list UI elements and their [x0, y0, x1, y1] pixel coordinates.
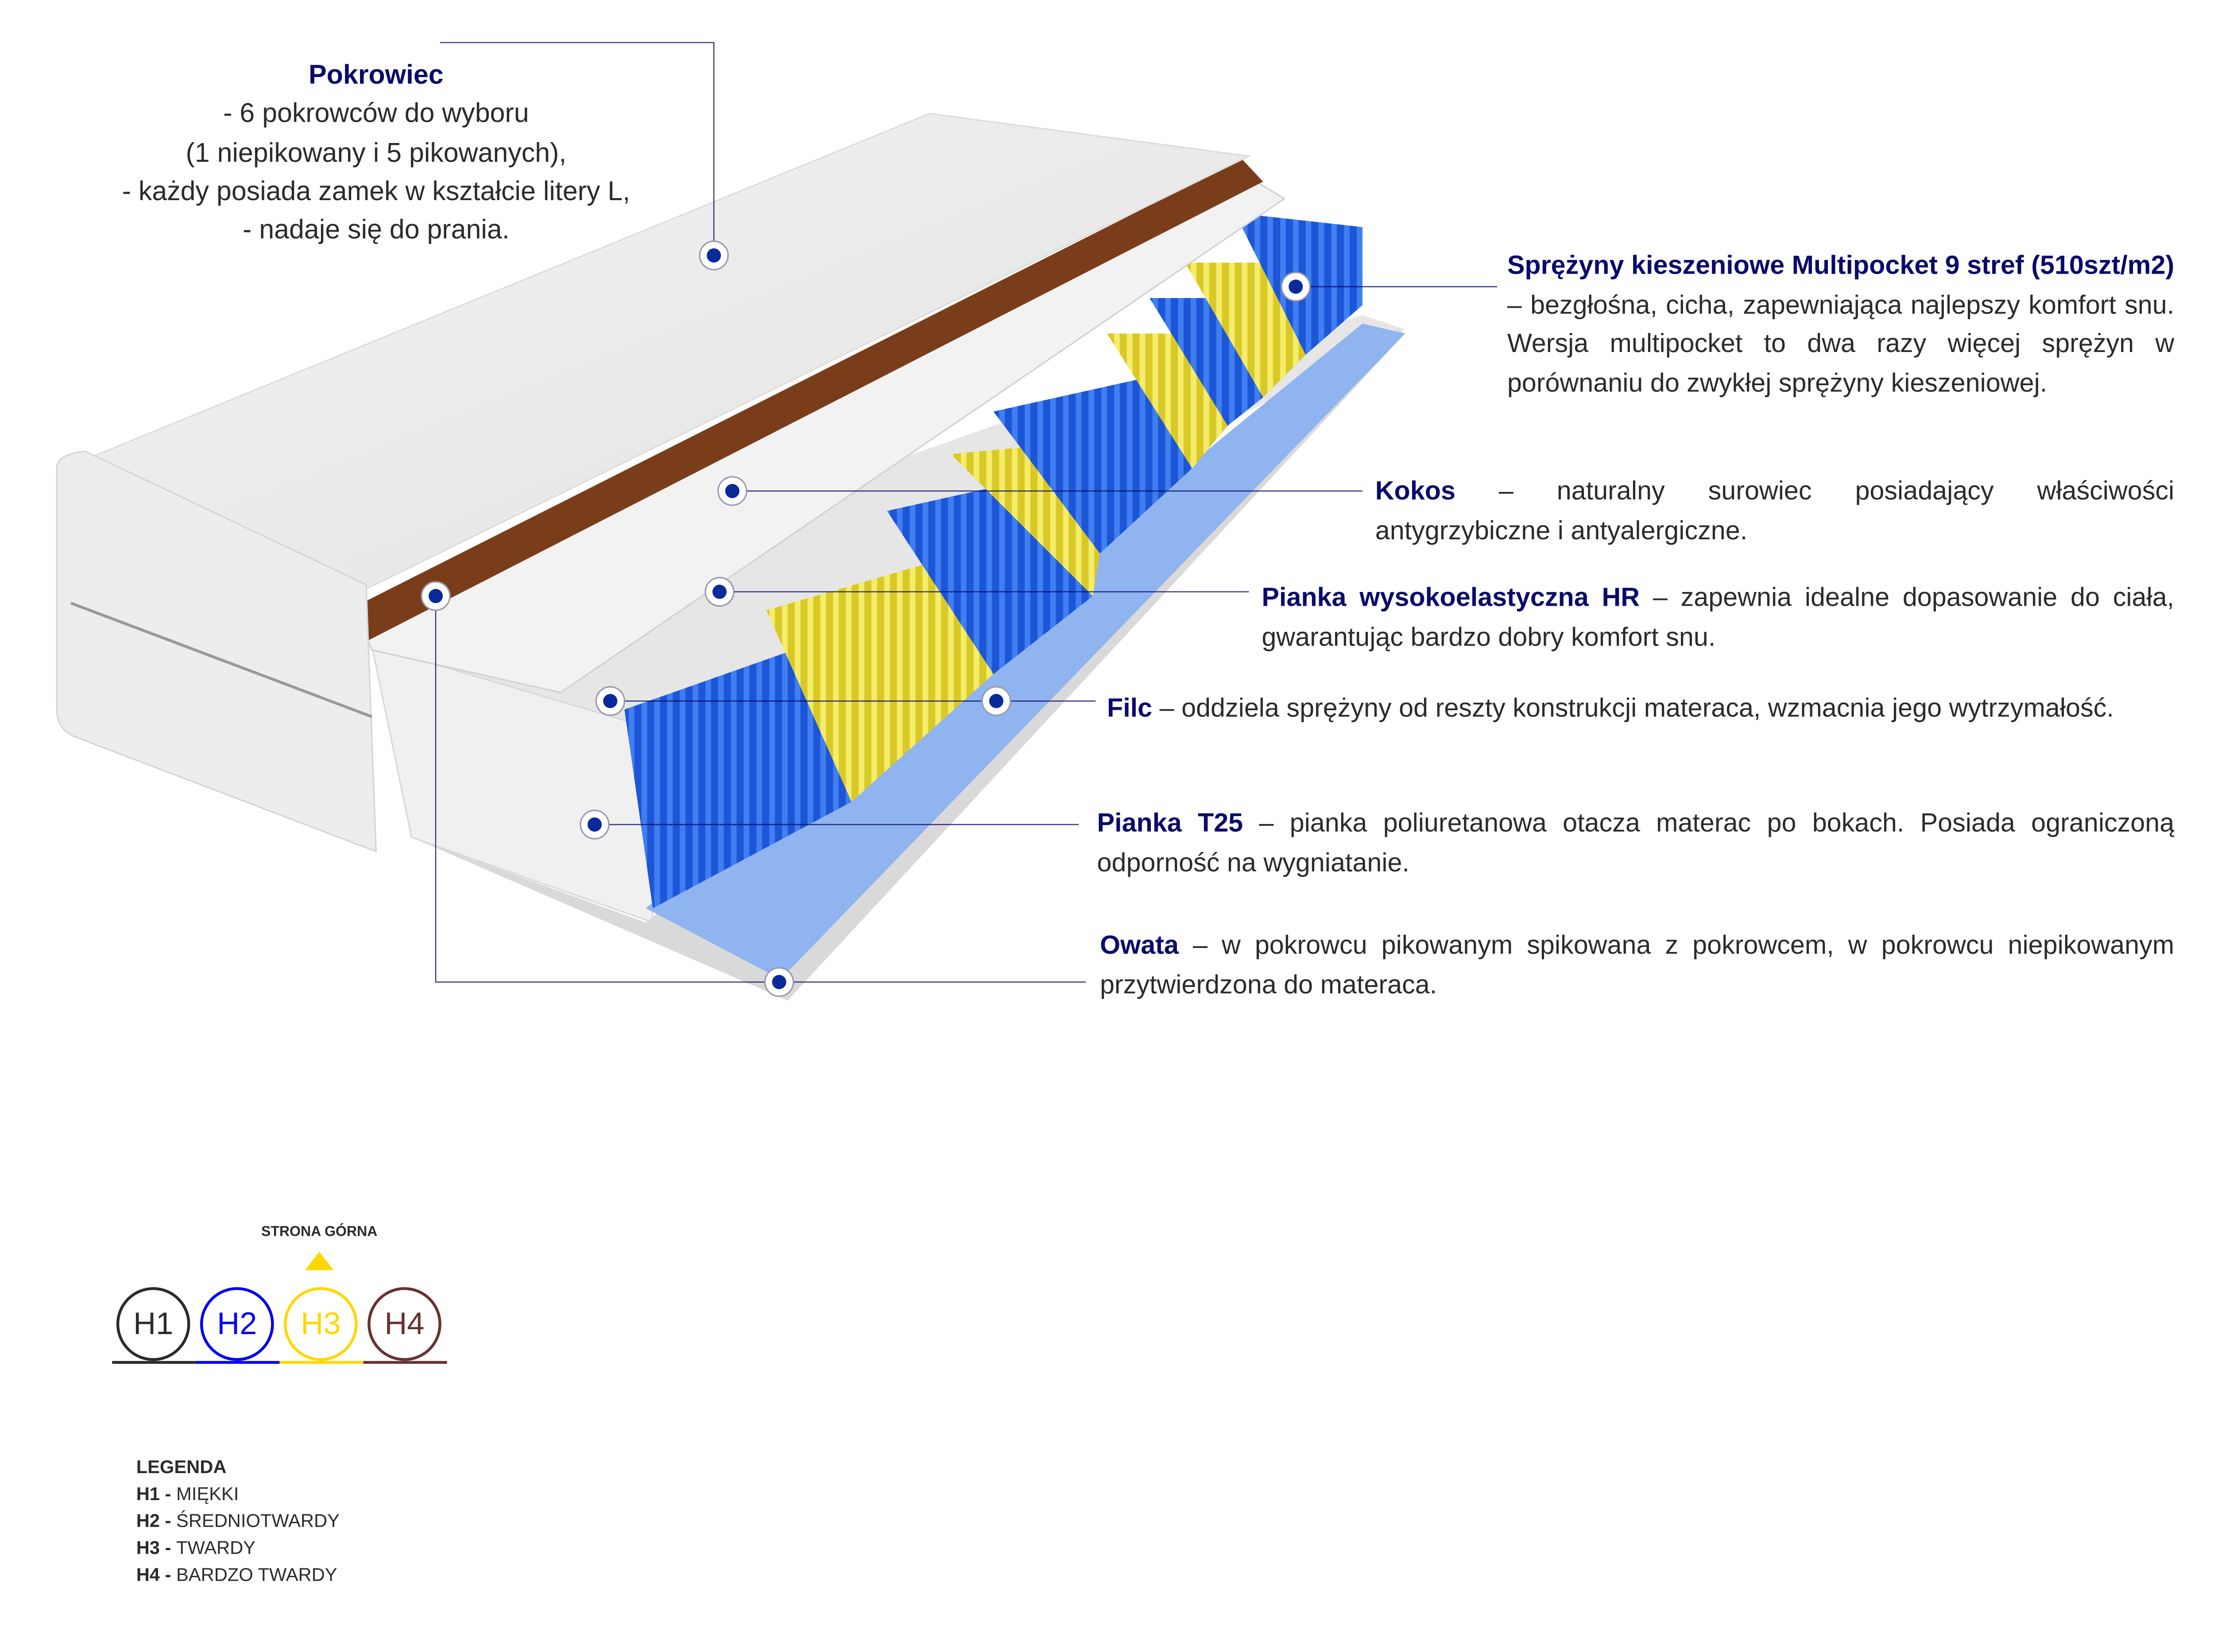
base-bottom [411, 329, 1405, 1001]
layer-springs: Sprężyny kieszeniowe Multipocket 9 stref… [1507, 245, 2174, 402]
cover-line: - 6 pokrowców do wyboru [223, 100, 529, 130]
springs-blue-3 [993, 369, 1192, 553]
layer-text: – zapewnia idealne dopasowanie do ciała,… [1262, 582, 2175, 651]
layer-text: – w pokrowcu pikowanym spikowana z pokro… [1099, 929, 2175, 998]
layer-filc: Filc – oddziela sprężyny od reszty konst… [1107, 688, 2174, 727]
cover-description: Pokrowiec - 6 pokrowców do wyboru (1 nie… [85, 57, 667, 250]
marker-owata [764, 967, 794, 997]
layer-owata: Owata – w pokrowcu pikowanym spikowana z… [1100, 925, 2174, 1003]
layer-title: Pianka wysokoelastyczna HR [1262, 582, 1640, 612]
marker-kokos [717, 476, 747, 506]
hardness-h3: H3 [284, 1287, 358, 1361]
layer-text: – bezgłośna, cicha, zapewniająca najleps… [1507, 289, 2175, 397]
legend-item: H2 - ŚREDNIOTWARDY [136, 1510, 340, 1532]
layer-title: Sprężyny kieszeniowe Multipocket 9 stref… [1507, 250, 2175, 280]
cover-front [56, 450, 377, 853]
layer-hr: Pianka wysokoelastyczna HR – zapewnia id… [1262, 577, 2174, 655]
layer-title: Pianka T25 [1097, 807, 1243, 838]
cover-line: - każdy posiada zamek w kształcie litery… [122, 177, 631, 207]
legend-title: LEGENDA [136, 1456, 227, 1478]
coconut-layer [362, 159, 1263, 642]
top-side-label: STRONA GÓRNA [261, 1225, 378, 1241]
layer-title: Owata [1099, 929, 1179, 959]
marker-t25 [580, 809, 610, 840]
legend-item: H3 - TWARDY [136, 1537, 256, 1559]
cover-title: Pokrowiec [309, 61, 444, 91]
layer-kokos: Kokos – naturalny surowiec posiadający w… [1375, 471, 2174, 549]
layer-text: – pianka poliuretanowa otacza materac po… [1097, 807, 2175, 877]
marker-hr [704, 576, 735, 607]
top-side-arrow-icon [305, 1251, 334, 1270]
cover-line: - nadaje się do prania. [243, 216, 510, 246]
hardness-legend: LEGENDA H1 - MIĘKKI H2 - ŚREDNIOTWARDY H… [136, 1453, 340, 1588]
layer-title: Filc [1107, 693, 1153, 723]
layer-text: – naturalny surowiec posiadający właściw… [1375, 475, 2175, 545]
layer-title: Kokos [1375, 475, 1455, 506]
annotation-lines [435, 42, 1498, 983]
felt-bottom [646, 323, 1405, 979]
layer-text: – oddziela sprężyny od reszty konstrukcj… [1152, 693, 2114, 723]
annotation-markers [421, 240, 1311, 997]
legend-item: H1 - MIĘKKI [136, 1483, 239, 1505]
marker-filc-2 [595, 686, 625, 716]
marker-cover [699, 240, 729, 271]
legend-item: H4 - BARDZO TWARDY [136, 1564, 337, 1586]
layer-t25: Pianka T25 – pianka poliuretanowa otacza… [1097, 803, 2175, 881]
hardness-h2: H2 [200, 1287, 274, 1361]
cover-line: (1 niepikowany i 5 pikowanych), [186, 138, 567, 169]
hardness-h1: H1 [116, 1287, 190, 1361]
marker-springs [1281, 271, 1311, 302]
marker-owata-2 [421, 581, 451, 611]
marker-filc [981, 686, 1011, 716]
hardness-h4: H4 [368, 1287, 441, 1361]
